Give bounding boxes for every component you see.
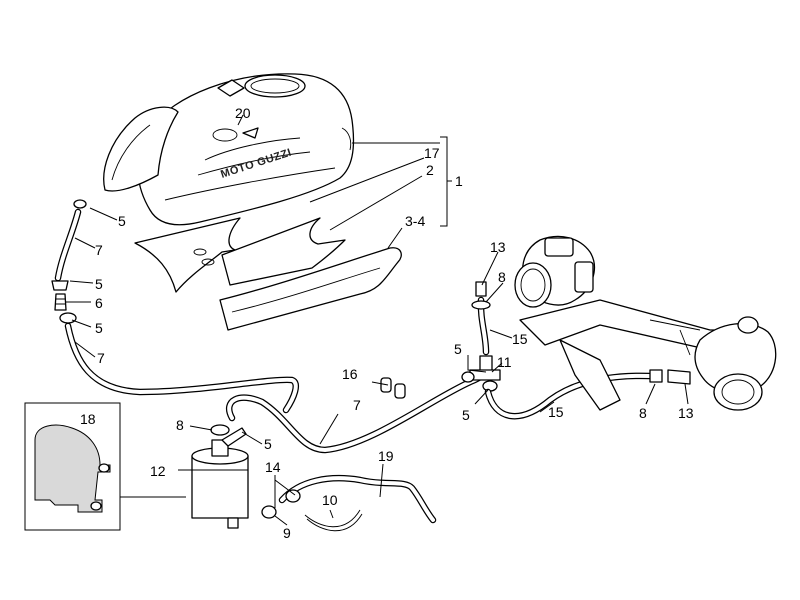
callout-13a: 13: [490, 239, 506, 255]
callout-6: 6: [95, 295, 103, 311]
vent-hose-lower: [64, 322, 299, 414]
callout-15a: 15: [512, 331, 528, 347]
callout-7b: 7: [97, 350, 105, 366]
callout-13b: 13: [678, 405, 694, 421]
throttle-hose-15-upper: [471, 281, 491, 356]
callout-8c: 8: [639, 405, 647, 421]
t-fitting-11: [461, 355, 501, 392]
callout-labels: 1 2 3-4 17 20 5 7 5 6 5 7 7 16 8 5 12 14…: [80, 105, 694, 541]
callout-16: 16: [342, 366, 358, 382]
callout-7a: 7: [95, 242, 103, 258]
callout-5a: 5: [118, 213, 126, 229]
callout-8a: 8: [176, 417, 184, 433]
callout-5b: 5: [95, 276, 103, 292]
callout-12: 12: [150, 463, 166, 479]
callout-17: 17: [424, 145, 440, 161]
callout-10: 10: [322, 492, 338, 508]
callout-5c: 5: [95, 320, 103, 336]
callout-9: 9: [283, 525, 291, 541]
callout-5f: 5: [462, 407, 470, 423]
throttle-body-assembly: [514, 235, 777, 411]
callout-5d: 5: [264, 436, 272, 452]
leader-lines: [66, 114, 689, 526]
callout-20: 20: [235, 105, 251, 121]
drain-hose-19: [261, 474, 437, 532]
callout-8b: 8: [498, 269, 506, 285]
callout-14: 14: [265, 459, 281, 475]
spacer-pair-16: [380, 377, 406, 399]
callout-18: 18: [80, 411, 96, 427]
callout-19: 19: [378, 448, 394, 464]
callout-1: 1: [455, 173, 463, 189]
tank-pad-17: [134, 217, 241, 293]
fuel-tank: MOTO GUZZI: [103, 73, 355, 226]
heat-shield-inset: [24, 402, 121, 531]
callout-15b: 15: [548, 404, 564, 420]
group-bracket-1: [440, 136, 452, 227]
callout-3-4: 3-4: [405, 213, 425, 229]
callout-11: 11: [497, 354, 512, 370]
callout-5e: 5: [454, 341, 462, 357]
charcoal-canister: [191, 424, 249, 529]
throttle-hose-15-lower: [484, 369, 691, 420]
callout-7c: 7: [353, 397, 361, 413]
callout-2: 2: [426, 162, 434, 178]
tank-pad-3-4: [219, 247, 402, 331]
tank-pad-2: [221, 217, 346, 286]
vent-hose-upper: [51, 199, 87, 324]
